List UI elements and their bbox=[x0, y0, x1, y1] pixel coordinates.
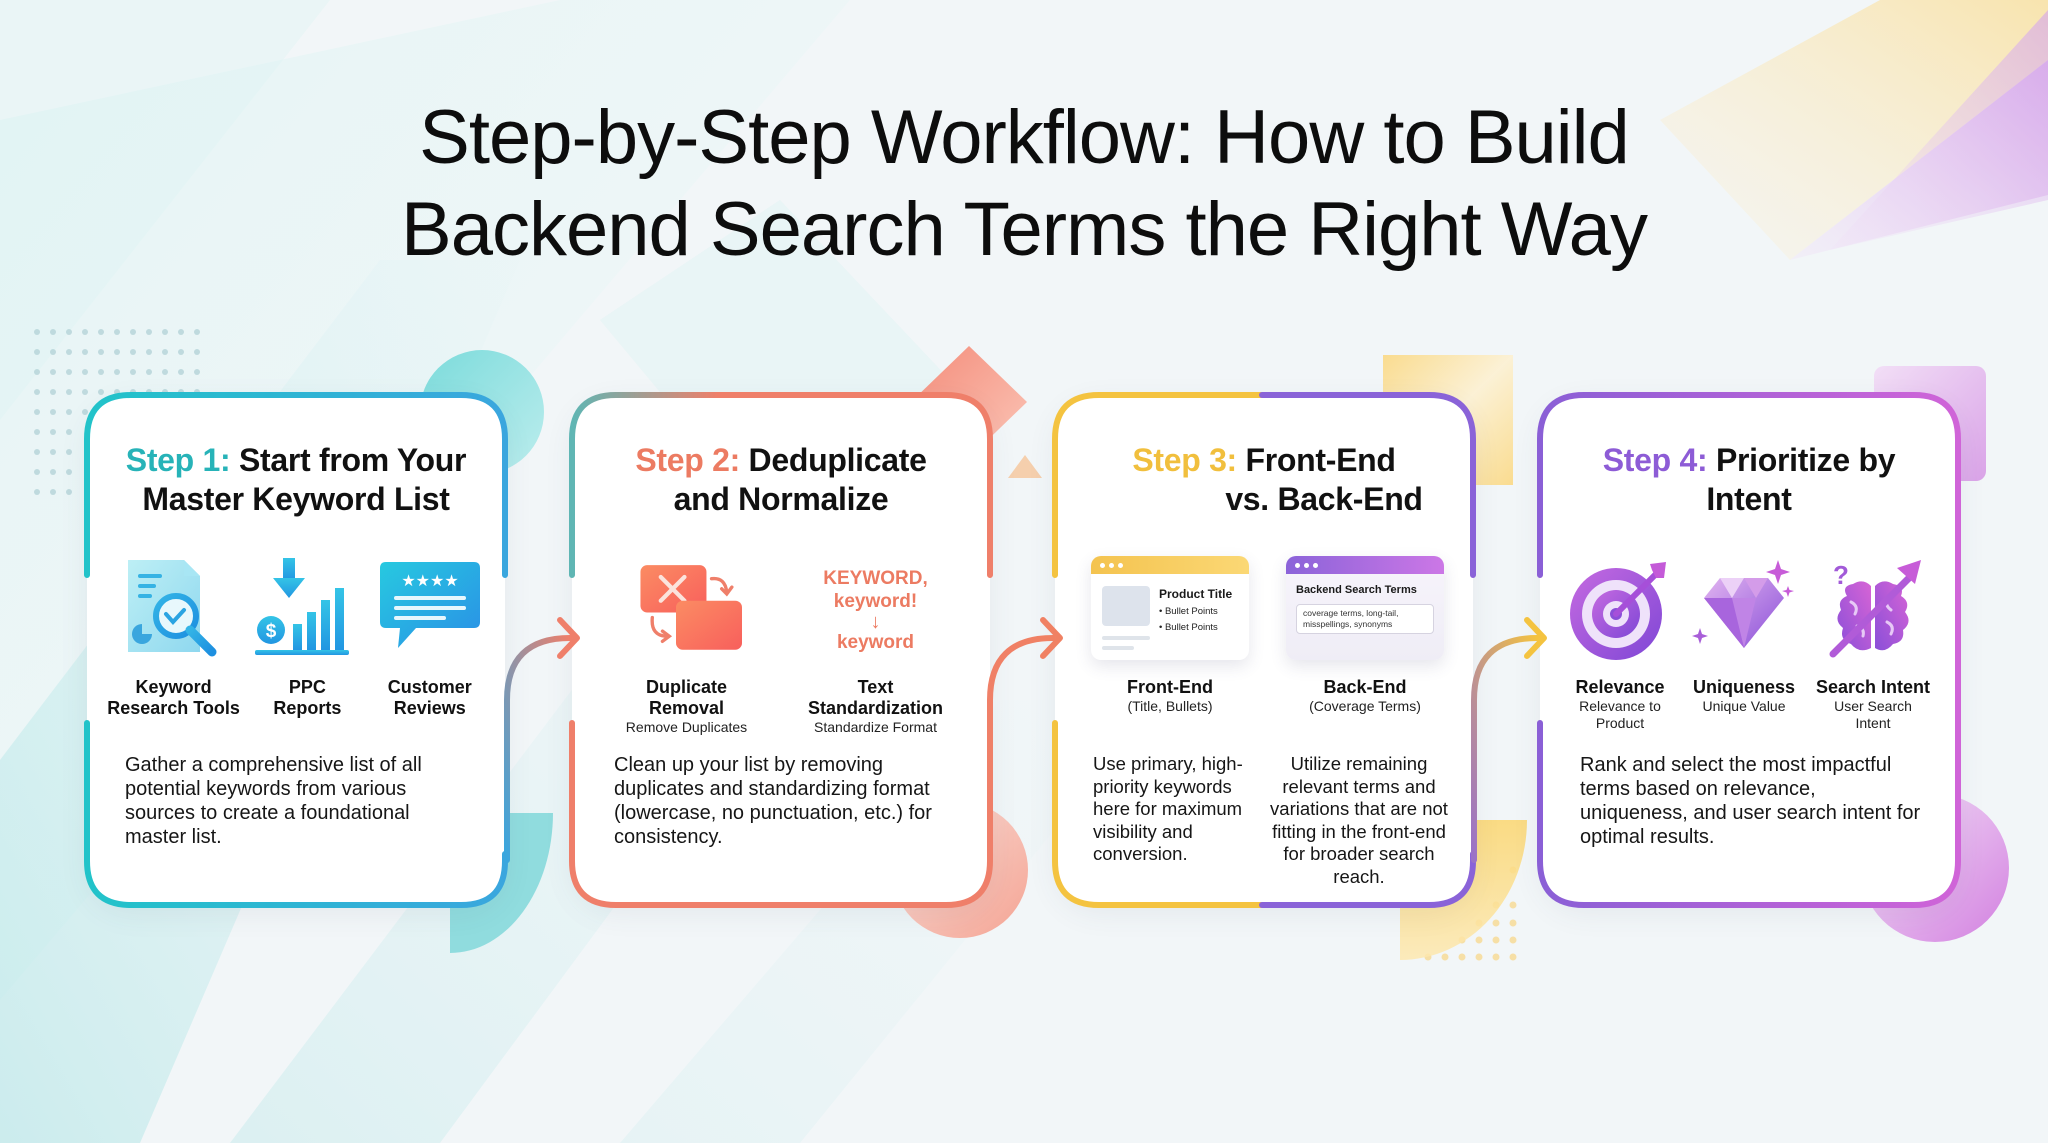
transform-after: keyword bbox=[836, 631, 915, 653]
brain-arrow-icon: ? bbox=[1818, 555, 1928, 665]
source-keyword-research-tools: Keyword Research Tools bbox=[107, 555, 240, 719]
step-heading: Step 1: Start from Your Master Keyword L… bbox=[107, 441, 485, 519]
source-ppc-reports: $ PPC Reports bbox=[252, 555, 362, 719]
icon-sub-label: Product bbox=[1595, 715, 1645, 731]
step-description: Rank and select the most impactful terms… bbox=[1580, 754, 1921, 848]
step-number: Step 1: bbox=[125, 442, 231, 478]
step-description: Gather a comprehensive list of all poten… bbox=[125, 754, 422, 848]
step-number: Step 3: bbox=[1132, 442, 1237, 478]
step-title-line-2: Intent bbox=[1706, 481, 1792, 517]
title-line-2: Backend Search Terms the Right Way bbox=[401, 187, 1648, 272]
icon-label: Relevance bbox=[1575, 677, 1665, 697]
window-controls bbox=[1286, 556, 1444, 574]
step-card-2: Step 2: Deduplicate and Normalize bbox=[569, 392, 993, 908]
text-transform-graphic: KEYWORD, keyword! ↓ keyword bbox=[823, 555, 928, 665]
icon-label: Uniqueness bbox=[1692, 677, 1796, 697]
mock-bullet: Bullet Points bbox=[1164, 622, 1218, 633]
step-number: Step 4: bbox=[1602, 442, 1708, 478]
svg-text:$: $ bbox=[266, 621, 277, 642]
front-end-sub-label: (Title, Bullets) bbox=[1127, 698, 1213, 714]
icon-label: Text bbox=[857, 677, 894, 697]
text-standardization: KEYWORD, keyword! ↓ keyword Text Standar… bbox=[791, 555, 961, 736]
icon-label: Customer bbox=[387, 677, 472, 697]
back-end-sub-label: (Coverage Terms) bbox=[1309, 698, 1421, 714]
step-card-3: Step 3: Front-End vs. Back-End Product T… bbox=[1052, 392, 1476, 908]
icon-label: Standardization bbox=[807, 698, 943, 718]
title-line-1: Step-by-Step Workflow: How to Build bbox=[419, 95, 1630, 180]
back-end-search-terms-mockup: Backend Search Terms coverage terms, lon… bbox=[1286, 556, 1444, 660]
arrow-down-icon: ↓ bbox=[870, 610, 881, 633]
criterion-uniqueness: Uniqueness Unique Value bbox=[1684, 555, 1804, 715]
step-title-line-2: and Normalize bbox=[673, 481, 889, 517]
icon-sub-label: Remove Duplicates bbox=[625, 719, 748, 735]
back-end-description: Utilize remaining relevant terms and var… bbox=[1270, 753, 1448, 887]
svg-text:?: ? bbox=[1833, 560, 1849, 590]
mock-backend-title: Backend Search Terms bbox=[1296, 584, 1417, 596]
back-end-label: Back-End bbox=[1323, 677, 1407, 697]
icon-label: Duplicate bbox=[645, 677, 728, 697]
mock-bullet: Bullet Points bbox=[1164, 606, 1218, 617]
ppc-chart-icon: $ bbox=[252, 555, 362, 665]
icon-sub-label: Standardize Format bbox=[814, 719, 937, 735]
document-magnifier-icon bbox=[119, 555, 229, 665]
step-heading: Step 4: Prioritize by Intent bbox=[1560, 441, 1938, 519]
icon-label: Reviews bbox=[393, 698, 466, 718]
icon-label: Keyword bbox=[135, 677, 212, 697]
transform-before: keyword! bbox=[833, 590, 918, 612]
front-end-description: Use primary, high-priority keywords here… bbox=[1093, 753, 1243, 864]
criterion-search-intent: ? Search Intent User Search Intent bbox=[1808, 555, 1938, 732]
icon-label: Search Intent bbox=[1815, 677, 1931, 697]
step-heading: Step 3: Front-End vs. Back-End bbox=[1095, 441, 1433, 519]
icon-sub-label: Intent bbox=[1855, 715, 1891, 731]
review-bubble-icon: ★★★★ bbox=[375, 555, 485, 665]
icon-sub-label: Unique Value bbox=[1702, 698, 1786, 714]
step-title-line-2: Master Keyword List bbox=[142, 481, 450, 517]
step-number: Step 2: bbox=[635, 442, 740, 478]
backend-search-terms-field: coverage terms, long-tail, misspellings,… bbox=[1296, 604, 1434, 634]
step-card-4: Step 4: Prioritize by Intent bbox=[1537, 392, 1961, 908]
icon-sub-label: User Search bbox=[1834, 698, 1912, 714]
step-heading: Step 2: Deduplicate and Normalize bbox=[592, 441, 970, 519]
step-title-line-1: Front-End bbox=[1245, 442, 1396, 478]
duplicate-removal-icon bbox=[632, 555, 742, 665]
front-end-listing-mockup: Product Title • Bullet Points • Bullet P… bbox=[1091, 556, 1249, 660]
icon-label: Research Tools bbox=[107, 698, 240, 718]
transform-before: KEYWORD, bbox=[823, 567, 928, 589]
icon-sub-label: Relevance to bbox=[1579, 698, 1661, 714]
diamond-icon bbox=[1689, 555, 1799, 665]
front-end-label: Front-End bbox=[1127, 677, 1213, 697]
target-icon bbox=[1565, 555, 1675, 665]
step-card-1: Step 1: Start from Your Master Keyword L… bbox=[84, 392, 508, 908]
svg-text:★★★★: ★★★★ bbox=[401, 571, 458, 590]
page-title: Step-by-Step Workflow: How to Build Back… bbox=[0, 92, 2048, 276]
mock-product-title: Product Title bbox=[1159, 587, 1233, 601]
icon-label: Removal bbox=[648, 698, 725, 718]
step-title-line-1: Deduplicate bbox=[748, 442, 927, 478]
step-title-line-2: vs. Back-End bbox=[1225, 481, 1423, 517]
icon-label: Reports bbox=[273, 698, 342, 718]
duplicate-removal: Duplicate Removal Remove Duplicates bbox=[602, 555, 772, 736]
icon-label: PPC bbox=[288, 677, 326, 697]
step-title-line-1: Prioritize by bbox=[1715, 442, 1896, 478]
source-customer-reviews: ★★★★ Customer Reviews bbox=[375, 555, 485, 719]
window-controls bbox=[1091, 556, 1249, 574]
step-description: Clean up your list by removing duplicate… bbox=[614, 754, 932, 848]
criterion-relevance: Relevance Relevance to Product bbox=[1560, 555, 1680, 732]
step-title-line-1: Start from Your bbox=[238, 442, 467, 478]
image-placeholder bbox=[1102, 586, 1150, 626]
